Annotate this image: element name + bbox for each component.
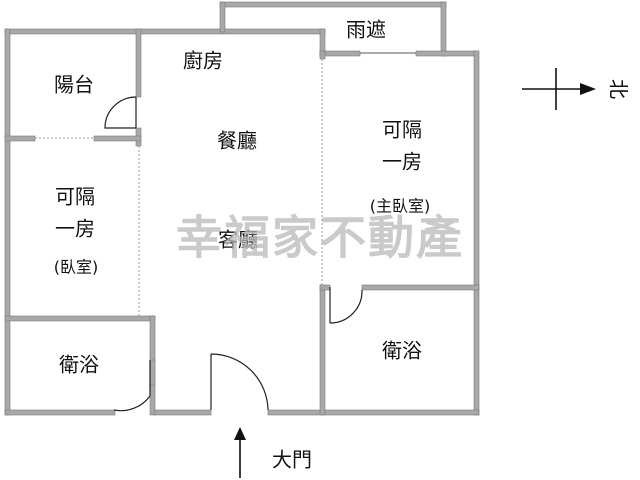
- label-bath-left: 衛浴: [59, 353, 99, 377]
- label-canopy: 雨遮: [346, 18, 386, 42]
- wall-bottom-left: [4, 409, 116, 416]
- label-bedroom-left-note: (臥室): [54, 258, 99, 277]
- label-north: 北: [607, 79, 631, 99]
- wall-right-top-b: [415, 50, 479, 57]
- entrance-arrow-head-icon: [234, 427, 246, 440]
- compass-arrow-head: [580, 83, 596, 95]
- wall-balcony-right: [135, 28, 142, 98]
- watermark-text: 幸福家不動產: [176, 211, 464, 265]
- walls: [4, 1, 480, 416]
- wall-bottom-right: [267, 409, 480, 416]
- door-left-bath: [113, 360, 151, 412]
- wall-bedroom-bottom: [4, 315, 156, 322]
- door-balcony: [104, 96, 137, 129]
- wall-outer-left: [4, 28, 11, 416]
- label-bedroom-right-line1: 可隔: [382, 118, 422, 142]
- wall-canopy-left: [219, 1, 226, 33]
- wall-right-divider-top: [319, 50, 326, 60]
- wall-canopy-top: [219, 1, 447, 8]
- wall-outer-right: [473, 50, 480, 416]
- label-bedroom-right-line2: 一房: [382, 150, 422, 174]
- wall-right-top-a: [319, 50, 361, 57]
- label-bedroom-left-line1: 可隔: [55, 185, 95, 209]
- label-bath-right: 衛浴: [382, 339, 422, 363]
- wall-stub-left-bath: [149, 359, 156, 386]
- wall-canopy-right: [440, 1, 447, 57]
- label-balcony: 陽台: [54, 73, 94, 97]
- label-bedroom-left-line2: 一房: [55, 217, 95, 241]
- label-entrance: 大門: [272, 448, 312, 472]
- entrance-arrow: [234, 427, 246, 478]
- label-dining: 餐廳: [217, 129, 257, 153]
- north-compass-icon: [522, 68, 596, 110]
- wall-top-left: [4, 28, 326, 35]
- wall-bottom-mid: [153, 409, 212, 416]
- wall-right-divider-bottom: [319, 284, 326, 416]
- door-right-bath: [329, 287, 363, 324]
- doors: [104, 52, 416, 412]
- label-kitchen: 廚房: [183, 49, 223, 73]
- wall-rbath-top-b: [361, 284, 480, 291]
- wall-balcony-bottom-a: [4, 135, 36, 142]
- door-entrance: [210, 353, 269, 411]
- wall-rbath-top-a: [319, 284, 331, 291]
- wall-balcony-bottom-b: [93, 135, 142, 142]
- label-living: 客廳: [218, 228, 258, 252]
- label-bedroom-right-note: (主臥室): [370, 197, 431, 216]
